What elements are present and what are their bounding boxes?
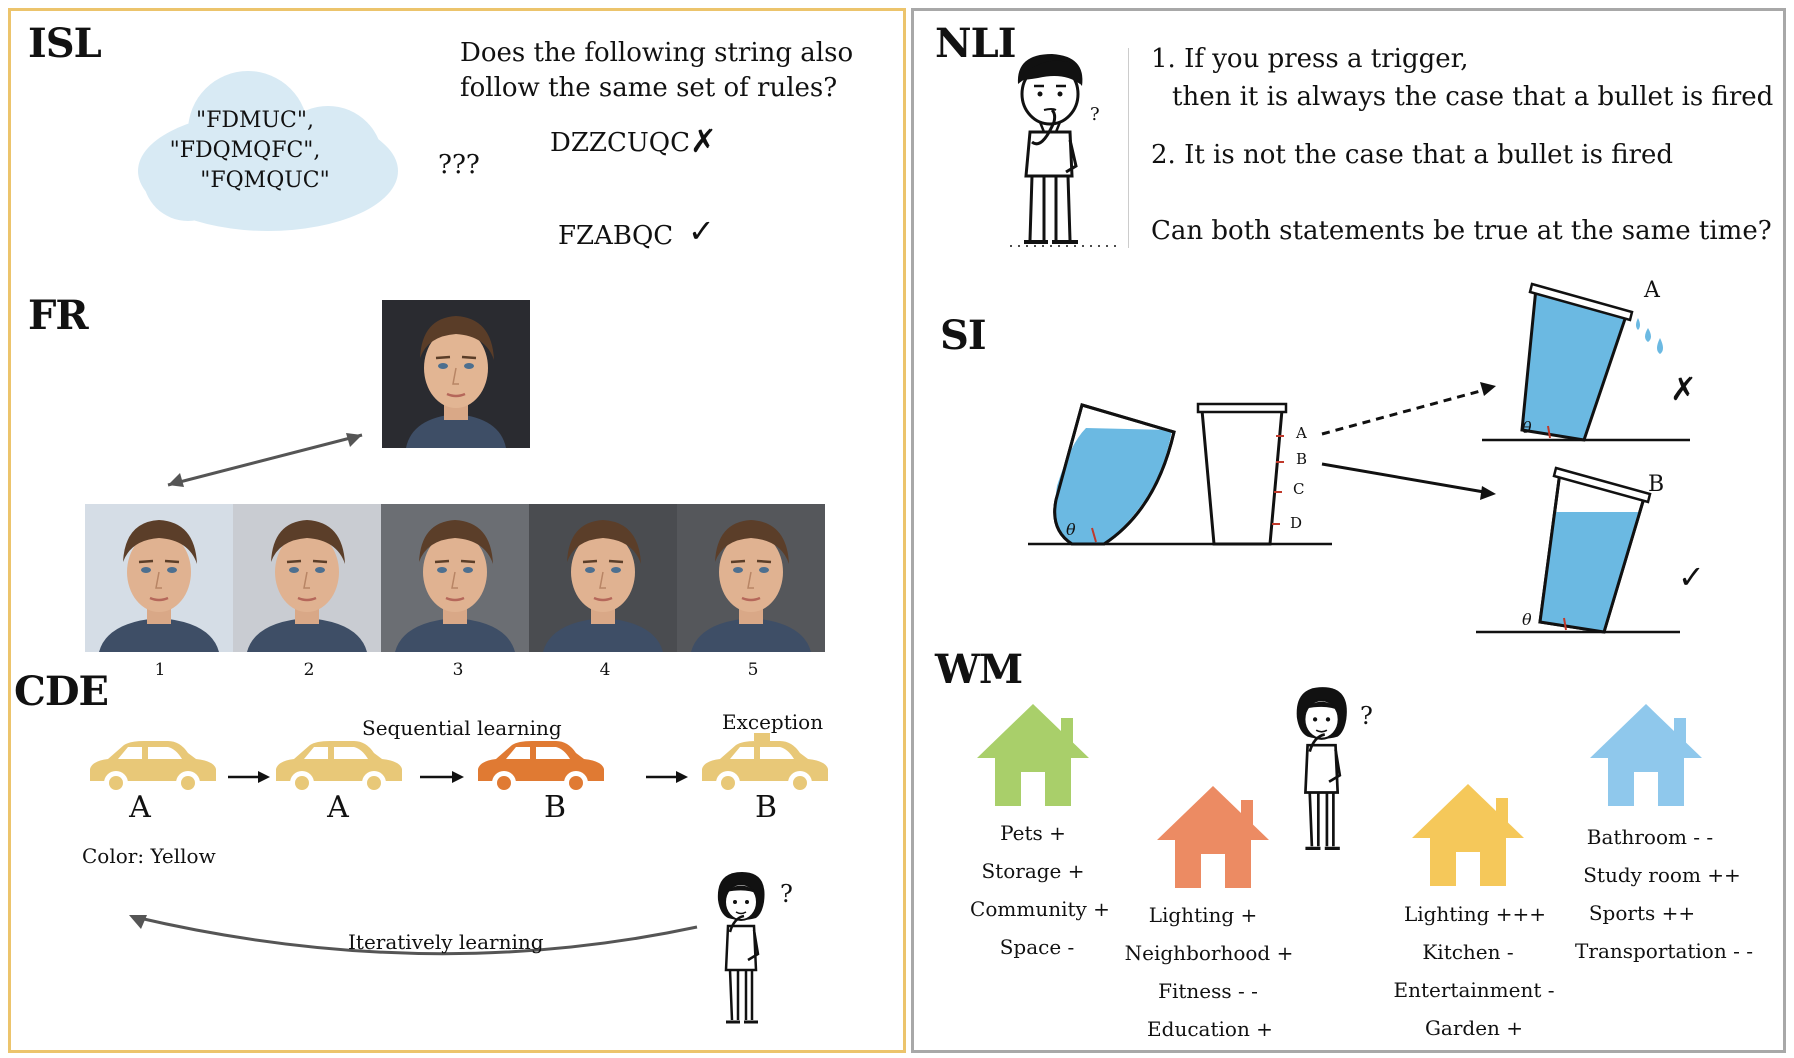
house4-attr-4: Transportation - - — [1575, 939, 1753, 963]
house2-attr-3: Fitness - - — [1158, 979, 1258, 1003]
si-theta-left: θ — [1066, 520, 1076, 539]
car-label-1: A — [129, 790, 151, 825]
exception-label: Exception — [722, 710, 824, 734]
car-label-4: B — [754, 790, 778, 825]
wm-title: WM — [935, 646, 1023, 693]
si-outcome-b-label: B — [1648, 472, 1665, 497]
nli-divider — [1128, 48, 1129, 248]
cloud-shape — [138, 71, 398, 231]
car-label-2: A — [327, 790, 349, 825]
house1-attr-3: Community + — [970, 897, 1110, 921]
si-tick-a: A — [1296, 424, 1307, 442]
isl-question-line1: Does the following string also — [460, 38, 854, 68]
house-icon-1 — [977, 704, 1089, 806]
si-outcome-a-label: A — [1644, 278, 1660, 303]
car-label-3: B — [543, 790, 567, 825]
left-panel — [8, 8, 906, 1053]
cde-question-mark: ? — [780, 880, 793, 908]
isl-example-1: "FDMUC", — [195, 108, 315, 133]
nli-statement2: 2. It is not the case that a bullet is f… — [1151, 140, 1674, 170]
house-icon-4 — [1590, 704, 1702, 806]
iterative-learning-label: Iteratively learning — [348, 930, 544, 954]
face-label-3: 3 — [452, 660, 464, 680]
reference-face-image — [382, 300, 530, 448]
house-icon-3 — [1412, 784, 1524, 886]
nli-statement1-line2: then it is always the case that a bullet… — [1172, 82, 1774, 112]
nli-question-mark: ? — [1090, 104, 1100, 125]
x-mark-icon: ✗ — [1670, 370, 1697, 408]
si-theta-b: θ — [1522, 610, 1532, 629]
cde-title: CDE — [14, 668, 109, 715]
si-tick-b: B — [1296, 450, 1308, 468]
isl-candidate-2: FZABQC — [558, 221, 674, 251]
girl-thinking-icon — [717, 872, 765, 1024]
house-icon-2 — [1157, 786, 1269, 888]
iterative-arrow — [129, 915, 698, 956]
house2-attr-1: Lighting + — [1148, 903, 1258, 927]
check-mark-icon: ✓ — [688, 212, 715, 250]
house3-attr-1: Lighting +++ — [1403, 902, 1547, 926]
face-label-5: 5 — [747, 660, 759, 680]
house3-attr-2: Kitchen - — [1422, 940, 1514, 964]
wm-question-mark: ? — [1360, 702, 1373, 730]
house3-attr-4: Garden + — [1424, 1016, 1524, 1040]
house2-attr-4: Education + — [1147, 1017, 1273, 1041]
si-tick-c: C — [1293, 480, 1305, 498]
isl-title: ISL — [28, 20, 102, 67]
house4-attr-3: Sports ++ — [1588, 901, 1696, 925]
face-strip — [85, 504, 825, 652]
man-thinking-icon — [1010, 54, 1116, 247]
si-title: SI — [940, 312, 987, 359]
face-label-2: 2 — [303, 660, 315, 680]
fr-title: FR — [28, 292, 89, 339]
check-mark-icon: ✓ — [1678, 558, 1705, 596]
si-diagram — [1028, 282, 1690, 634]
color-note: Color: Yellow — [82, 844, 216, 868]
girl-thinking-icon — [1296, 687, 1347, 851]
house2-attr-2: Neighborhood + — [1124, 941, 1294, 965]
house4-attr-2: Study room ++ — [1583, 863, 1741, 887]
nli-question: Can both statements be true at the same … — [1151, 216, 1772, 246]
x-mark-icon: ✗ — [690, 122, 717, 160]
house3-attr-3: Entertainment - — [1393, 978, 1555, 1002]
isl-candidate-1: DZZCUQC — [550, 128, 690, 158]
isl-example-2: "FDQMQFC", — [169, 138, 321, 163]
si-tick-d: D — [1290, 514, 1303, 532]
house1-attr-2: Storage + — [981, 859, 1085, 883]
car-sequence — [90, 733, 828, 795]
house1-attr-4: Space - — [999, 935, 1075, 959]
house4-attr-1: Bathroom - - — [1586, 825, 1714, 849]
nli-statement1-line1: 1. If you press a trigger, — [1151, 44, 1469, 74]
isl-unknown: ??? — [438, 150, 480, 180]
sequential-learning-label: Sequential learning — [362, 716, 562, 740]
isl-example-3: "FQMQUC" — [200, 168, 330, 193]
nli-title: NLI — [935, 20, 1016, 67]
right-panel — [911, 8, 1786, 1053]
face-label-4: 4 — [599, 660, 611, 680]
face-label-1: 1 — [154, 660, 166, 680]
isl-question-line2: follow the same set of rules? — [460, 73, 838, 103]
double-arrow — [167, 433, 363, 487]
si-theta-a: θ — [1522, 418, 1532, 437]
house1-attr-1: Pets + — [1000, 821, 1066, 845]
